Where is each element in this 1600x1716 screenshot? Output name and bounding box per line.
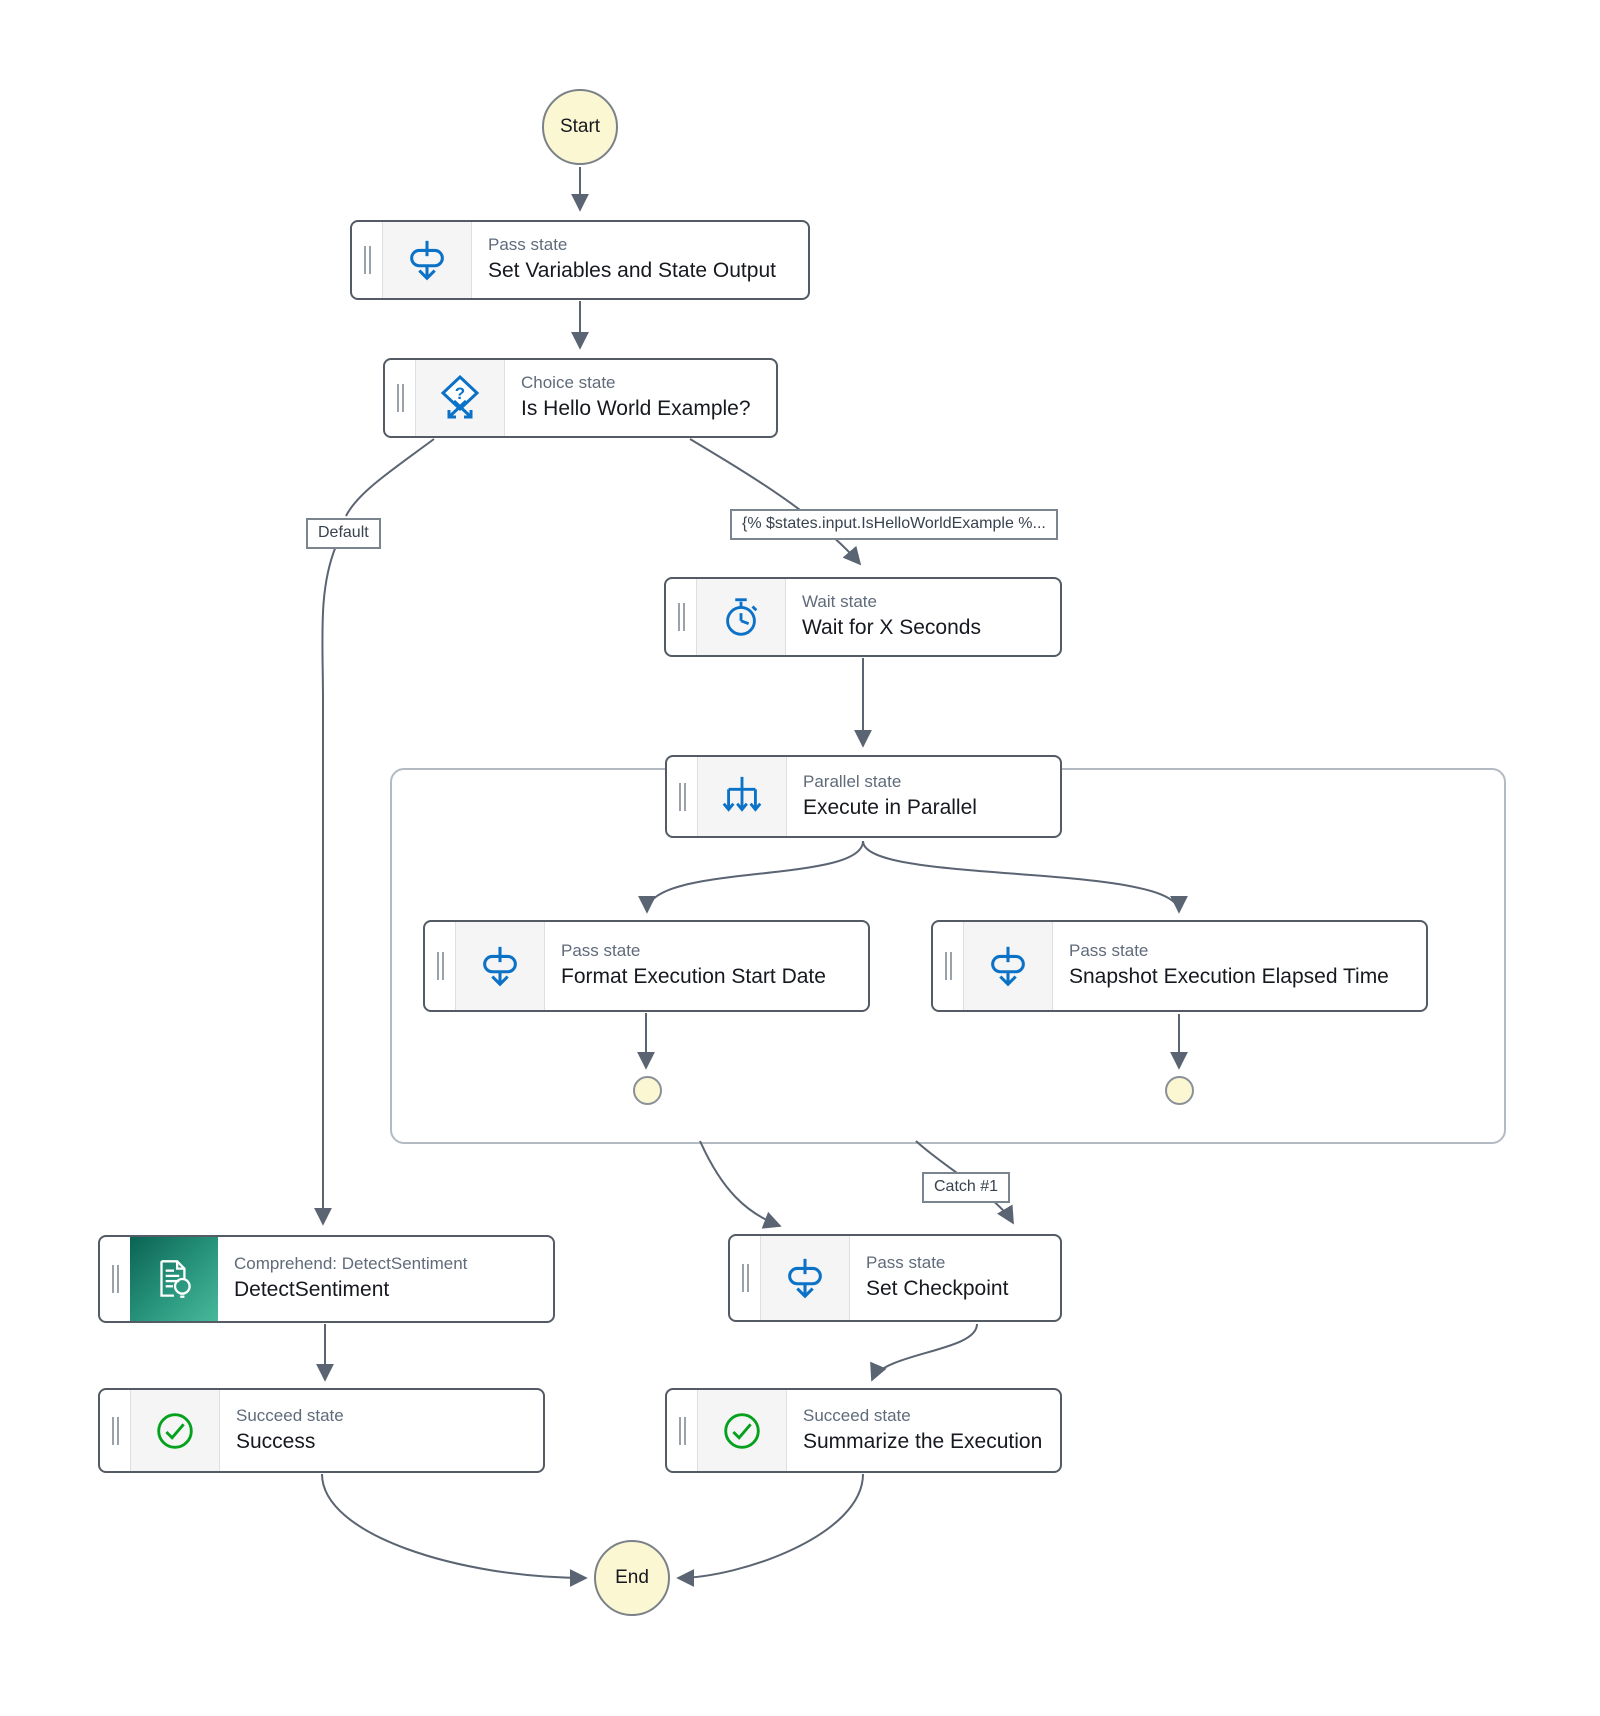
drag-handle[interactable]	[100, 1390, 130, 1471]
start-terminal: Start	[542, 89, 618, 165]
edge-parallel-to-set-checkpoint	[699, 1140, 782, 1229]
state-title: Set Checkpoint	[866, 1277, 1009, 1301]
state-node-summarize[interactable]: Succeed state Summarize the Execution	[665, 1388, 1062, 1473]
state-node-format-date[interactable]: Pass state Format Execution Start Date	[423, 920, 870, 1012]
state-type-label: Pass state	[866, 1253, 946, 1273]
state-type-label: Wait state	[802, 592, 877, 612]
state-title: Summarize the Execution	[803, 1429, 1043, 1453]
state-type-label: Comprehend: DetectSentiment	[234, 1254, 468, 1274]
state-type-label: Choice state	[521, 373, 616, 393]
state-node-parallel[interactable]: Parallel state Execute in Parallel	[665, 755, 1062, 838]
state-node-set-variables[interactable]: Pass state Set Variables and State Outpu…	[350, 220, 810, 300]
state-node-success[interactable]: Succeed state Success	[98, 1388, 545, 1473]
wait-icon	[696, 579, 786, 655]
state-type-label: Pass state	[1069, 941, 1149, 961]
state-type-label: Pass state	[488, 235, 568, 255]
branch-terminal-left	[633, 1076, 662, 1105]
state-title: Snapshot Execution Elapsed Time	[1069, 965, 1389, 989]
edge-default-to-detect-sentiment	[314, 545, 337, 1226]
state-node-snapshot-time[interactable]: Pass state Snapshot Execution Elapsed Ti…	[931, 920, 1428, 1012]
drag-handle[interactable]	[667, 1390, 697, 1471]
pass-icon	[455, 922, 545, 1010]
edge-summarize-to-end	[676, 1473, 864, 1587]
state-node-wait[interactable]: Wait state Wait for X Seconds	[664, 577, 1062, 657]
default-edge-label[interactable]: Default	[306, 518, 381, 549]
branch-terminal-right	[1165, 1076, 1194, 1105]
drag-handle[interactable]	[352, 222, 382, 298]
drag-handle[interactable]	[666, 579, 696, 655]
condition-edge-label[interactable]: {% $states.input.IsHelloWorldExample %..…	[730, 509, 1058, 540]
parallel-icon	[697, 757, 787, 836]
choice-icon	[415, 360, 505, 436]
drag-handle[interactable]	[667, 757, 697, 836]
drag-handle[interactable]	[425, 922, 455, 1010]
succeed-icon	[130, 1390, 220, 1471]
state-title: Is Hello World Example?	[521, 397, 751, 421]
catch-edge-label[interactable]: Catch #1	[922, 1172, 1011, 1203]
pass-icon	[963, 922, 1053, 1010]
edge-choice-to-default-label	[345, 438, 435, 517]
state-node-choice[interactable]: Choice state Is Hello World Example?	[383, 358, 778, 438]
state-title: Execute in Parallel	[803, 795, 977, 819]
state-node-detect-sentiment[interactable]: Comprehend: DetectSentiment DetectSentim…	[98, 1235, 555, 1323]
state-type-label: Parallel state	[803, 771, 902, 791]
state-title: Success	[236, 1429, 316, 1453]
drag-handle[interactable]	[730, 1236, 760, 1320]
drag-handle[interactable]	[385, 360, 415, 436]
edge-set-checkpoint-to-summarize	[870, 1323, 978, 1382]
end-terminal: End	[594, 1540, 670, 1616]
end-label: End	[615, 1567, 649, 1588]
state-title: Set Variables and State Output	[488, 259, 776, 283]
pass-icon	[382, 222, 472, 298]
edge-choice-to-wait	[689, 438, 862, 566]
state-title: Wait for X Seconds	[802, 616, 981, 640]
pass-icon	[760, 1236, 850, 1320]
succeed-icon	[697, 1390, 787, 1471]
drag-handle[interactable]	[100, 1237, 130, 1321]
edge-parallel-to-snapshot-time	[862, 840, 1188, 914]
drag-handle[interactable]	[933, 922, 963, 1010]
state-type-label: Succeed state	[803, 1405, 911, 1425]
state-node-set-checkpoint[interactable]: Pass state Set Checkpoint	[728, 1234, 1062, 1322]
state-title: DetectSentiment	[234, 1278, 390, 1302]
edge-parallel-to-format-date	[638, 840, 864, 914]
start-label: Start	[559, 116, 601, 137]
edge-success-to-end	[321, 1473, 588, 1587]
state-title: Format Execution Start Date	[561, 965, 826, 989]
state-type-label: Pass state	[561, 941, 641, 961]
state-type-label: Succeed state	[236, 1405, 344, 1425]
comprehend-icon	[130, 1237, 218, 1321]
